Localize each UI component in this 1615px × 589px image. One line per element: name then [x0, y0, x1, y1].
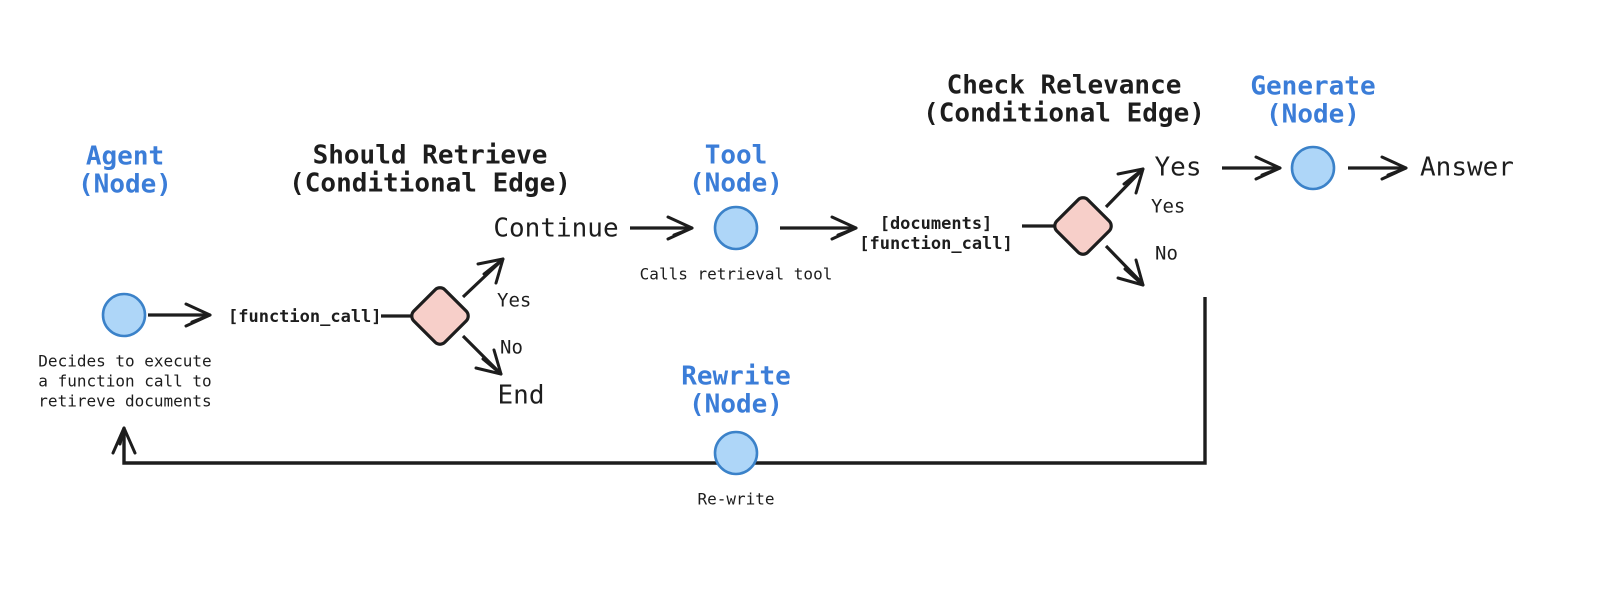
check-relevance-input-token-documents: [documents]: [880, 214, 993, 234]
check-relevance-no-label: No: [1155, 243, 1178, 265]
rewrite-node-title-line1: Rewrite: [681, 362, 791, 392]
tool-caption: Calls retrieval tool: [640, 265, 833, 284]
continue-label: Continue: [493, 214, 618, 244]
continue-to-tool-arrow: [630, 215, 694, 241]
answer-terminal-label: Answer: [1420, 153, 1514, 183]
agent-node-title-line1: Agent: [86, 142, 164, 172]
rewrite-node-circle[interactable]: [713, 430, 759, 476]
check-relevance-no-arrow: [1104, 244, 1145, 287]
agent-caption-line1: Decides to execute: [38, 352, 211, 371]
generate-node-circle[interactable]: [1290, 145, 1336, 191]
should-retrieve-yes-label: Yes: [497, 290, 531, 312]
yes-to-generate-arrow: [1222, 155, 1282, 181]
agent-node-circle[interactable]: [101, 292, 147, 338]
rewrite-caption: Re-write: [697, 490, 774, 509]
should-retrieve-decision-diamond[interactable]: [409, 285, 471, 347]
rewrite-loop-path: [122, 297, 1207, 465]
check-relevance-title-line2: (Conditional Edge): [923, 99, 1205, 129]
tool-node-title-line2: (Node): [689, 169, 783, 199]
generate-node-title-line2: (Node): [1266, 100, 1360, 130]
tool-node-title-line1: Tool: [705, 141, 768, 171]
should-retrieve-title-line1: Should Retrieve: [313, 141, 548, 171]
generate-to-answer-arrow: [1348, 155, 1408, 181]
tool-to-documents-arrow: [780, 215, 858, 241]
rewrite-node-title-line2: (Node): [689, 390, 783, 420]
check-relevance-decision-diamond[interactable]: [1052, 195, 1114, 257]
check-relevance-title-line1: Check Relevance: [947, 71, 1182, 101]
check-relevance-yes-arrow: [1104, 167, 1145, 209]
generate-node-title-line1: Generate: [1250, 72, 1375, 102]
agent-to-function-call-arrow: [148, 302, 212, 328]
end-terminal-label: End: [498, 381, 545, 411]
check-relevance-input-token-function-call: [function_call]: [859, 234, 1013, 254]
tool-node-circle[interactable]: [713, 205, 759, 251]
relevance-yes-path-label: Yes: [1155, 153, 1202, 183]
should-retrieve-yes-arrow: [461, 257, 505, 299]
agent-node-title-line2: (Node): [78, 170, 172, 200]
should-retrieve-input-token: [function_call]: [228, 307, 382, 327]
check-relevance-yes-label: Yes: [1151, 196, 1185, 218]
should-retrieve-no-arrow: [461, 334, 503, 376]
should-retrieve-title-line2: (Conditional Edge): [289, 169, 571, 199]
should-retrieve-no-label: No: [500, 337, 523, 359]
agent-caption-line2: a function call to: [38, 372, 211, 391]
loop-back-to-agent-arrowhead: [111, 426, 137, 455]
agent-caption-line3: retireve documents: [38, 392, 211, 411]
